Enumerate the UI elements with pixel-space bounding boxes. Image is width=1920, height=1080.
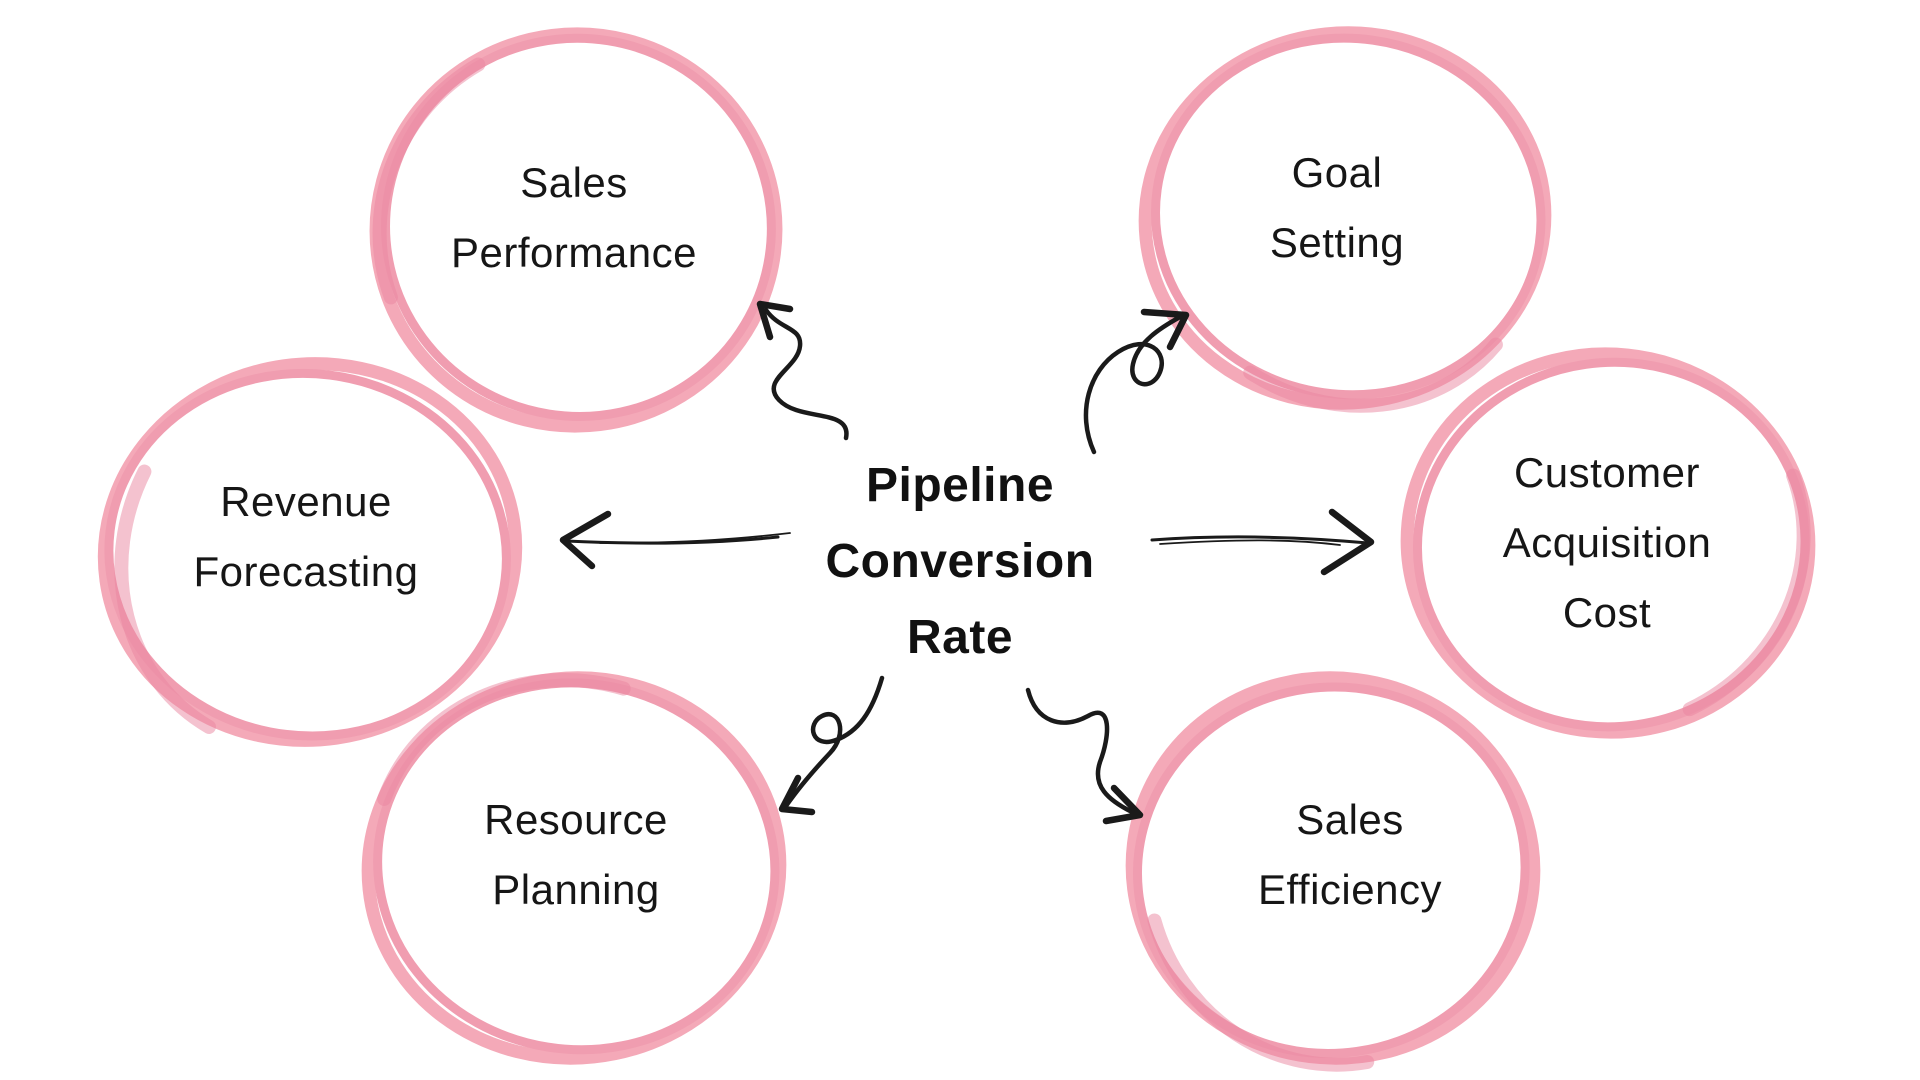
ring-resource-planning	[361, 671, 787, 1065]
central-topic: Pipeline Conversion Rate	[825, 448, 1094, 676]
node-label-line: Goal	[1291, 149, 1383, 196]
central-topic-line: Pipeline	[865, 459, 1055, 512]
ring-goal-setting	[1138, 23, 1552, 413]
arrow-to-revenue-forecasting	[559, 510, 791, 570]
node-label-line: Planning	[492, 866, 660, 913]
ring-customer-acquisition-cost	[1400, 347, 1816, 739]
node-label-line: Cost	[1562, 589, 1652, 636]
node-revenue-forecasting-label: Revenue Forecasting	[194, 467, 419, 607]
node-sales-efficiency-label: Sales Efficiency	[1258, 785, 1442, 925]
node-label-line: Efficiency	[1258, 866, 1442, 913]
ring-revenue-forecasting	[97, 347, 523, 757]
ring-sales-performance	[369, 27, 783, 433]
node-label-line: Forecasting	[193, 548, 419, 595]
node-customer-acquisition-cost-label: Customer Acquisition Cost	[1503, 438, 1712, 648]
arrow-to-resource-planning	[778, 675, 885, 816]
central-topic-line: Conversion	[825, 535, 1095, 588]
node-label-line: Sales	[520, 159, 628, 206]
node-goal-setting-label: Goal Setting	[1270, 138, 1404, 278]
node-label-line: Resource	[484, 796, 668, 843]
node-label-line: Sales	[1296, 796, 1404, 843]
node-label-line: Revenue	[220, 478, 392, 525]
arrow-to-sales-performance	[756, 300, 849, 441]
node-label-line: Customer	[1513, 449, 1701, 496]
node-label-line: Performance	[451, 229, 697, 276]
arrow-to-goal-setting	[1083, 308, 1190, 455]
ring-sales-efficiency	[1125, 664, 1541, 1072]
node-resource-planning-label: Resource Planning	[484, 785, 668, 925]
node-label-line: Acquisition	[1502, 519, 1712, 566]
arrow-to-sales-efficiency	[1025, 687, 1144, 825]
arrow-to-customer-acquisition-cost	[1150, 508, 1375, 576]
node-label-line: Setting	[1269, 219, 1405, 266]
central-topic-line: Rate	[906, 611, 1014, 664]
node-sales-performance-label: Sales Performance	[451, 148, 697, 288]
